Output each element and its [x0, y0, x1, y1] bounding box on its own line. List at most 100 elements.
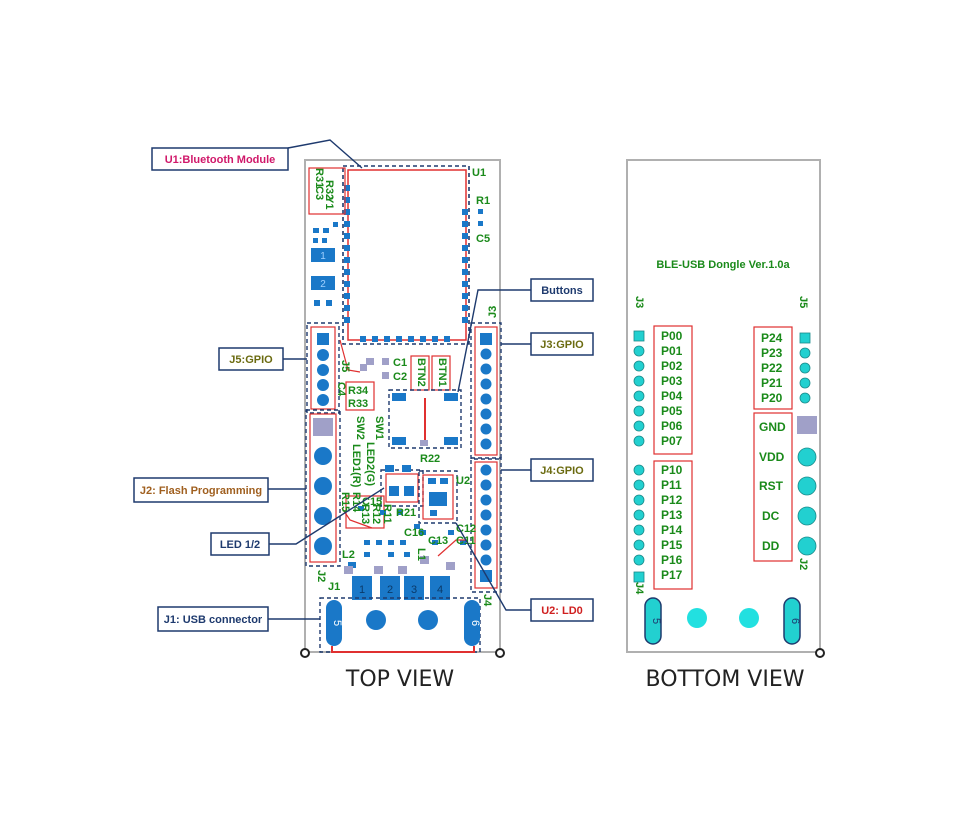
silk-btn1: BTN1: [436, 358, 448, 387]
j4-dash-box: [470, 457, 502, 593]
callout-j1-box: [157, 606, 269, 632]
pin-p04: P04: [661, 389, 683, 403]
bottom-view: BLE-USB Dongle Ver.1.0a J3 J5 J4 J2 P00 …: [626, 159, 825, 692]
p1-box: [653, 460, 693, 590]
pin-p22: P22: [761, 361, 783, 375]
led-pads: [385, 465, 414, 496]
j4-bottom-pins: [633, 464, 645, 583]
usb-shield-right: [464, 600, 480, 646]
dc-pad: [797, 506, 817, 526]
pin-p20: P20: [761, 391, 783, 405]
pin-rst: RST: [759, 479, 784, 493]
c1-c2-parts: [366, 358, 389, 379]
callout-u2-text: U2: LD0: [541, 605, 583, 617]
red-trace-3: [437, 539, 466, 557]
j5-dash-box: [306, 322, 340, 414]
bottom-usb-5-label: 5: [650, 618, 662, 624]
u2-red-box: [422, 474, 454, 520]
pin-vdd: VDD: [759, 450, 785, 464]
u1-module-red: [347, 169, 467, 341]
callout-u2-line: [455, 522, 531, 611]
silk-c4: C4: [335, 382, 347, 397]
silk-j3: J3: [487, 306, 499, 318]
bottom-mount-right: [815, 648, 825, 658]
usb-pad-6-label: 6: [469, 620, 481, 626]
silk-l1: L1: [415, 548, 427, 561]
pin-p05: P05: [661, 404, 683, 418]
silk-r12: R12: [370, 504, 382, 524]
dd-pad: [797, 536, 817, 556]
bottom-j3-label: J3: [633, 296, 645, 308]
board-label: BLE-USB Dongle Ver.1.0a: [656, 259, 790, 271]
j4-red-box: [474, 461, 498, 589]
silk-j4: J4: [481, 594, 493, 607]
callout-j2-text: J2: Flash Programming: [140, 485, 262, 497]
callout-u1-text: U1:Bluetooth Module: [165, 154, 276, 166]
pad-2-label: 2: [320, 279, 326, 290]
silk-c3: C3: [313, 186, 325, 200]
top-view-title: TOP VIEW: [345, 667, 454, 692]
silk-y1: Y1: [323, 196, 335, 209]
callout-j3-text: J3:GPIO: [540, 339, 584, 351]
bottom-usb-hole-right: [739, 608, 759, 628]
callout-led-line: [269, 487, 385, 545]
callouts: U1:Bluetooth Module Buttons J5:GPIO J3:G…: [133, 139, 594, 632]
pin-p10: P10: [661, 463, 683, 477]
top-view: 1 2: [300, 159, 505, 692]
sw1-grey-pad: [420, 440, 428, 446]
bottom-view-title: BOTTOM VIEW: [646, 667, 805, 692]
sw1-pads: [392, 393, 458, 445]
usb-pad-5-label: 5: [331, 620, 343, 626]
silk-led2g: LED2(G): [364, 442, 376, 486]
rst-pad: [797, 476, 817, 496]
silk-c13: C13: [428, 535, 448, 547]
pin-p03: P03: [661, 374, 683, 388]
u1-module-dash: [342, 165, 470, 345]
pin-gnd: GND: [759, 420, 786, 434]
pin-p02: P02: [661, 359, 683, 373]
u2-dash-box: [418, 470, 458, 524]
silk-j1: J1: [328, 581, 340, 593]
usb-pad-3-label: 3: [411, 584, 417, 596]
pad-2-block: [311, 276, 335, 290]
pin-p12: P12: [661, 493, 683, 507]
silk-c2: C2: [393, 371, 407, 383]
top-mount-left: [300, 648, 310, 658]
j2-red-box: [309, 413, 337, 563]
sw1-dash-box: [388, 389, 462, 449]
pin-p21: P21: [761, 376, 783, 390]
silk-r22: R22: [420, 453, 440, 465]
silk-r33: R33: [348, 398, 368, 410]
j5-bottom-pins: [799, 332, 811, 404]
pin-p13: P13: [661, 508, 683, 522]
y1-small-parts: [313, 209, 483, 306]
u1-pads-bottom: [360, 336, 450, 342]
silk-btn2: BTN2: [415, 358, 427, 387]
pin-p16: P16: [661, 553, 683, 567]
bottom-usb-shield-left: [644, 597, 662, 645]
bottom-j5-label: J5: [797, 296, 809, 308]
j5-pins: [317, 333, 329, 406]
pin-p23: P23: [761, 346, 783, 360]
p0-box: [653, 325, 693, 455]
bottom-j2-label: J2: [797, 558, 809, 570]
j3-pins: [480, 333, 492, 450]
pin-p24: P24: [761, 331, 783, 345]
usb-pad-4-label: 4: [437, 584, 443, 596]
usb-hole-left: [366, 610, 386, 630]
callout-buttons-line: [457, 289, 531, 393]
callout-u1-box: [151, 147, 289, 171]
r34-box: [345, 381, 375, 411]
silk-sw1: SW1: [373, 416, 385, 440]
u2-pads: [428, 478, 448, 516]
pin-dd: DD: [762, 539, 780, 553]
p2-box: [753, 326, 793, 410]
silk-sw2: SW2: [354, 416, 366, 440]
j3-bottom-pins: [633, 330, 645, 447]
silk-c16: C16: [404, 527, 424, 539]
pin-p06: P06: [661, 419, 683, 433]
silk-r32: R32: [323, 180, 335, 200]
pad-1-label: 1: [320, 251, 326, 262]
silk-r34: R34: [348, 385, 369, 397]
bottom-usb-hole-left: [687, 608, 707, 628]
